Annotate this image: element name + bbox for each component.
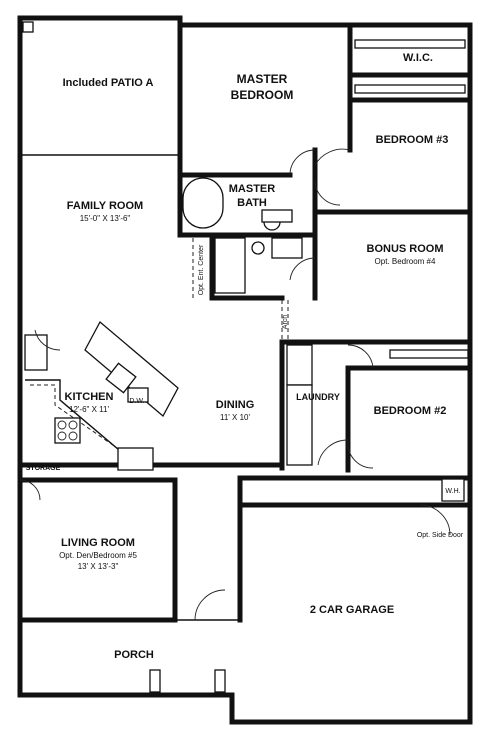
- kitchen-fixtures: [24, 320, 179, 471]
- master-bedroom-label-1: MASTER: [237, 72, 288, 86]
- bedroom2-label: BEDROOM #2: [374, 405, 447, 417]
- kitchen-label: KITCHEN: [65, 391, 114, 403]
- master-bath-fixtures: [182, 177, 303, 298]
- wic-label: W.I.C.: [403, 52, 433, 64]
- bonus-room-sub: Opt. Bedroom #4: [375, 257, 436, 266]
- master-bedroom-label-2: BEDROOM: [231, 88, 294, 102]
- porch-label: PORCH: [114, 649, 154, 661]
- bedroom3-label: BEDROOM #3: [376, 134, 449, 146]
- dining-dims: 11' X 10': [220, 413, 251, 422]
- master-bath-label-1: MASTER: [229, 183, 276, 195]
- closet-shelves: [281, 39, 469, 359]
- bonus-room-label: BONUS ROOM: [367, 243, 444, 255]
- interior-walls: [17, 22, 473, 623]
- opt-side-door-note: Opt. Side Door: [417, 532, 464, 539]
- patio-label: Included PATIO A: [63, 77, 154, 89]
- water-heater-label: W.H.: [445, 488, 460, 495]
- entry-columns: [22, 21, 226, 693]
- living-room-dims: 13' X 13'-3": [78, 562, 119, 571]
- family-room-label: FAMILY ROOM: [67, 200, 143, 212]
- garage-label: 2 CAR GARAGE: [310, 604, 394, 616]
- family-room-dims: 15'-0" X 13'-6": [80, 214, 131, 223]
- living-room-label: LIVING ROOM: [61, 537, 135, 549]
- laundry-fixtures: [286, 344, 465, 502]
- living-room-sub: Opt. Den/Bedroom #5: [59, 551, 137, 560]
- dishwasher-label: D.W.: [129, 398, 144, 405]
- arch-note: Arch: [282, 315, 289, 330]
- dining-label: DINING: [216, 399, 255, 411]
- master-bath-label-2: BATH: [237, 197, 267, 209]
- doors: [19, 148, 451, 621]
- opt-ent-center-note: Opt. Ent. Center: [198, 244, 205, 295]
- storage-label: STORAGE: [26, 465, 61, 472]
- kitchen-dims: 12'-6" X 11': [69, 405, 109, 414]
- laundry-label: LAUNDRY: [296, 392, 340, 402]
